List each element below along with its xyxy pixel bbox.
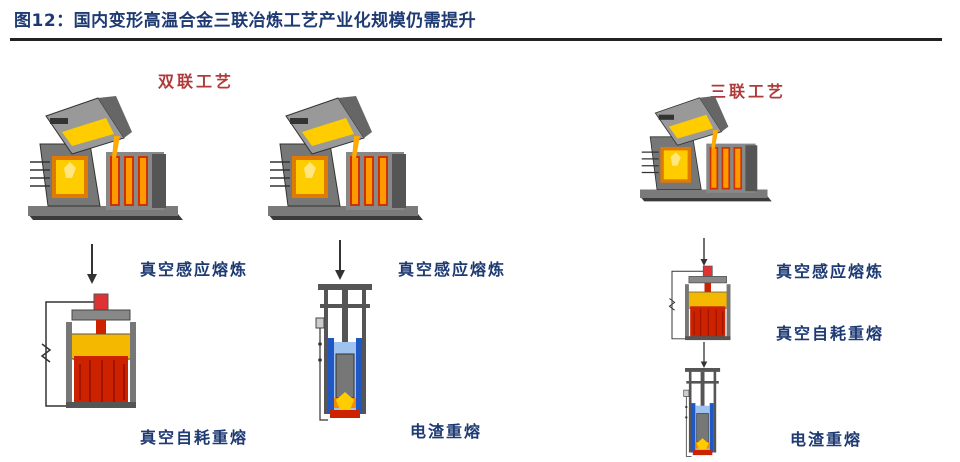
vacuum-arc-remelting-icon [41, 293, 137, 409]
duplex-esr-label: 电渣重熔 [410, 422, 483, 441]
title-divider [10, 38, 942, 41]
figure-title: 图12：国内变形高温合金三联冶炼工艺产业化规模仍需提升 [14, 11, 477, 31]
vacuum-arc-remelting-icon [668, 265, 732, 341]
arrow-down-icon [699, 237, 709, 267]
electroslag-remelting-icon [683, 367, 721, 457]
arrow-down-icon [334, 239, 346, 281]
duplex-vim-label-2: 真空感应熔炼 [398, 260, 507, 279]
triplex-var-label: 真空自耗重熔 [776, 324, 885, 343]
triplex-esr-label: 电渣重熔 [790, 430, 863, 449]
vacuum-induction-furnace-icon [267, 95, 424, 221]
arrow-down-icon [86, 243, 98, 285]
electroslag-remelting-icon [315, 283, 373, 421]
triplex-process-label: 三联工艺 [710, 82, 787, 101]
vacuum-induction-furnace-icon [639, 95, 773, 203]
duplex-vim-label: 真空感应熔炼 [140, 260, 249, 279]
vacuum-induction-furnace-icon [27, 95, 184, 221]
arrow-down-icon [700, 341, 708, 369]
duplex-process-label: 双联工艺 [158, 72, 235, 91]
triplex-vim-label: 真空感应熔炼 [776, 262, 885, 281]
duplex-var-label: 真空自耗重熔 [140, 428, 249, 447]
